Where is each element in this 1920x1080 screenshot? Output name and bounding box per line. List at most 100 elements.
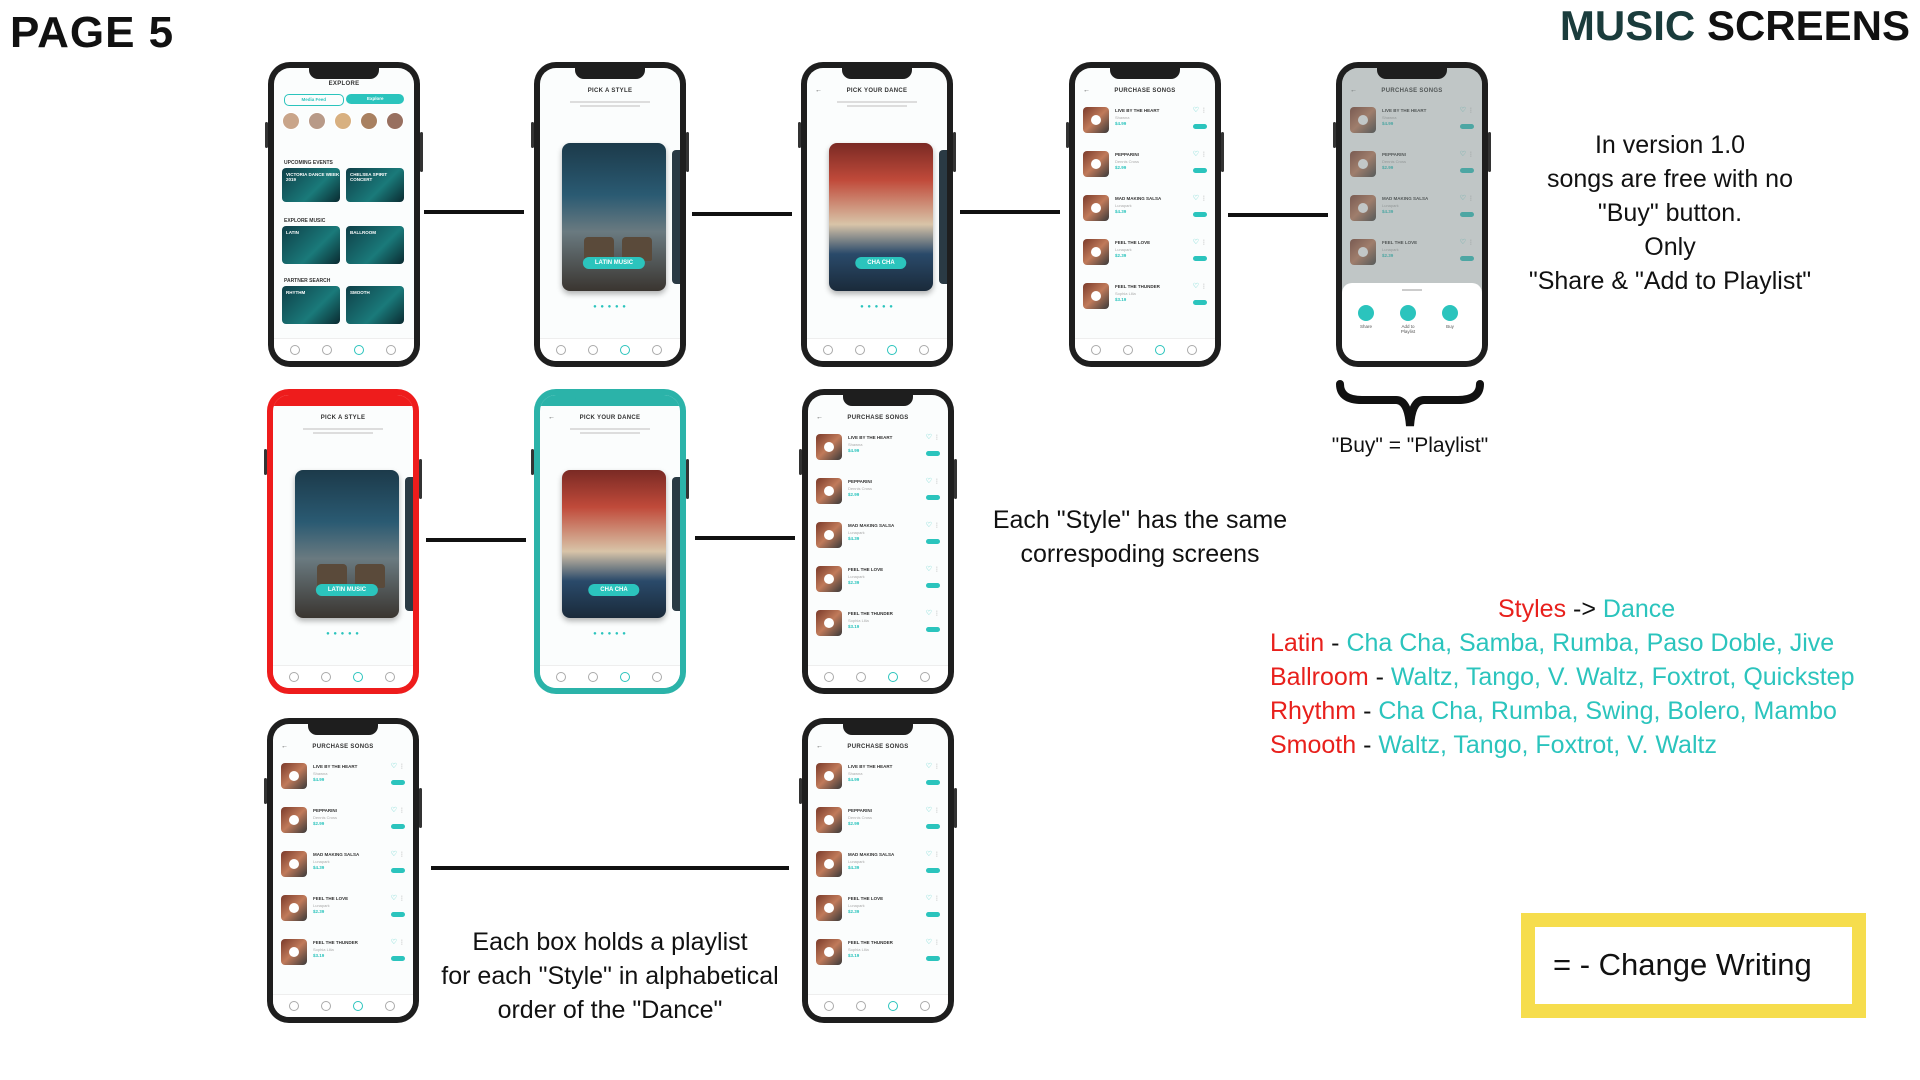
more-icon[interactable]: ⋮ [934,896,940,902]
back-arrow-icon[interactable]: ← [548,414,555,421]
song-thumbnail[interactable] [281,895,307,921]
song-thumbnail[interactable] [281,807,307,833]
cha-cha-button[interactable]: CHA CHA [855,257,907,269]
heart-icon[interactable]: ♡ [390,895,397,902]
song-thumbnail[interactable] [1350,107,1376,133]
buy-button[interactable] [391,824,405,829]
profile-icon[interactable] [1187,345,1197,355]
add-icon[interactable] [1123,345,1133,355]
buy-button[interactable] [391,868,405,873]
song-thumbnail[interactable] [816,851,842,877]
partner-tile-smooth[interactable]: SMOOTH [346,286,404,324]
more-icon[interactable]: ⋮ [934,764,940,770]
song-thumbnail[interactable] [816,895,842,921]
more-icon[interactable]: ⋮ [934,940,940,946]
back-arrow-icon[interactable]: ← [1083,87,1090,94]
style-card[interactable]: LATIN MUSIC [295,470,399,618]
buy-button[interactable] [926,780,940,785]
buy-button[interactable] [926,956,940,961]
tab-explore[interactable]: Explore [346,94,404,104]
avatar[interactable] [334,112,352,130]
add-icon[interactable] [321,1001,331,1011]
buy-action[interactable]: Buy [1440,305,1460,329]
buy-button[interactable] [1193,300,1207,305]
buy-button[interactable] [926,451,940,456]
profile-icon[interactable] [652,345,662,355]
search-icon[interactable] [354,345,364,355]
dance-card[interactable]: CHA CHA [562,470,666,618]
profile-icon[interactable] [385,672,395,682]
cha-cha-button[interactable]: CHA CHA [588,584,640,596]
more-icon[interactable]: ⋮ [1468,152,1474,158]
search-icon[interactable] [888,1001,898,1011]
more-icon[interactable]: ⋮ [1468,108,1474,114]
heart-icon[interactable]: ♡ [925,895,932,902]
buy-button[interactable] [1460,256,1474,261]
home-icon[interactable] [289,672,299,682]
latin-music-button[interactable]: LATIN MUSIC [582,257,646,269]
song-thumbnail[interactable] [1350,195,1376,221]
add-icon[interactable] [856,672,866,682]
heart-icon[interactable]: ♡ [1192,283,1199,290]
more-icon[interactable]: ⋮ [1201,196,1207,202]
buy-button[interactable] [1460,168,1474,173]
back-arrow-icon[interactable]: ← [1350,87,1357,94]
share-action[interactable]: Share [1356,305,1376,329]
buy-button[interactable] [926,495,940,500]
more-icon[interactable]: ⋮ [934,808,940,814]
search-icon[interactable] [1155,345,1165,355]
song-thumbnail[interactable] [1350,151,1376,177]
heart-icon[interactable]: ♡ [925,610,932,617]
back-arrow-icon[interactable]: ← [281,743,288,750]
song-thumbnail[interactable] [816,807,842,833]
back-arrow-icon[interactable]: ← [816,743,823,750]
home-icon[interactable] [556,672,566,682]
song-thumbnail[interactable] [1083,283,1109,309]
buy-button[interactable] [1193,168,1207,173]
song-thumbnail[interactable] [816,478,842,504]
profile-icon[interactable] [920,1001,930,1011]
song-thumbnail[interactable] [816,939,842,965]
event-tile[interactable]: VICTORIA DANCE WEEK 2019 [282,168,340,202]
heart-icon[interactable]: ♡ [1192,151,1199,158]
heart-icon[interactable]: ♡ [1459,107,1466,114]
more-icon[interactable]: ⋮ [1468,240,1474,246]
more-icon[interactable]: ⋮ [399,764,405,770]
buy-button[interactable] [926,539,940,544]
home-icon[interactable] [290,345,300,355]
home-icon[interactable] [289,1001,299,1011]
song-thumbnail[interactable] [1083,151,1109,177]
heart-icon[interactable]: ♡ [925,522,932,529]
buy-button[interactable] [391,956,405,961]
home-icon[interactable] [824,1001,834,1011]
search-icon[interactable] [887,345,897,355]
tab-media-feed[interactable]: Media Feed [284,94,344,106]
more-icon[interactable]: ⋮ [1201,152,1207,158]
heart-icon[interactable]: ♡ [1192,195,1199,202]
song-thumbnail[interactable] [1350,239,1376,265]
more-icon[interactable]: ⋮ [399,852,405,858]
heart-icon[interactable]: ♡ [390,851,397,858]
search-icon[interactable] [353,1001,363,1011]
heart-icon[interactable]: ♡ [390,939,397,946]
home-icon[interactable] [823,345,833,355]
heart-icon[interactable]: ♡ [390,807,397,814]
heart-icon[interactable]: ♡ [925,851,932,858]
profile-icon[interactable] [385,1001,395,1011]
profile-icon[interactable] [386,345,396,355]
